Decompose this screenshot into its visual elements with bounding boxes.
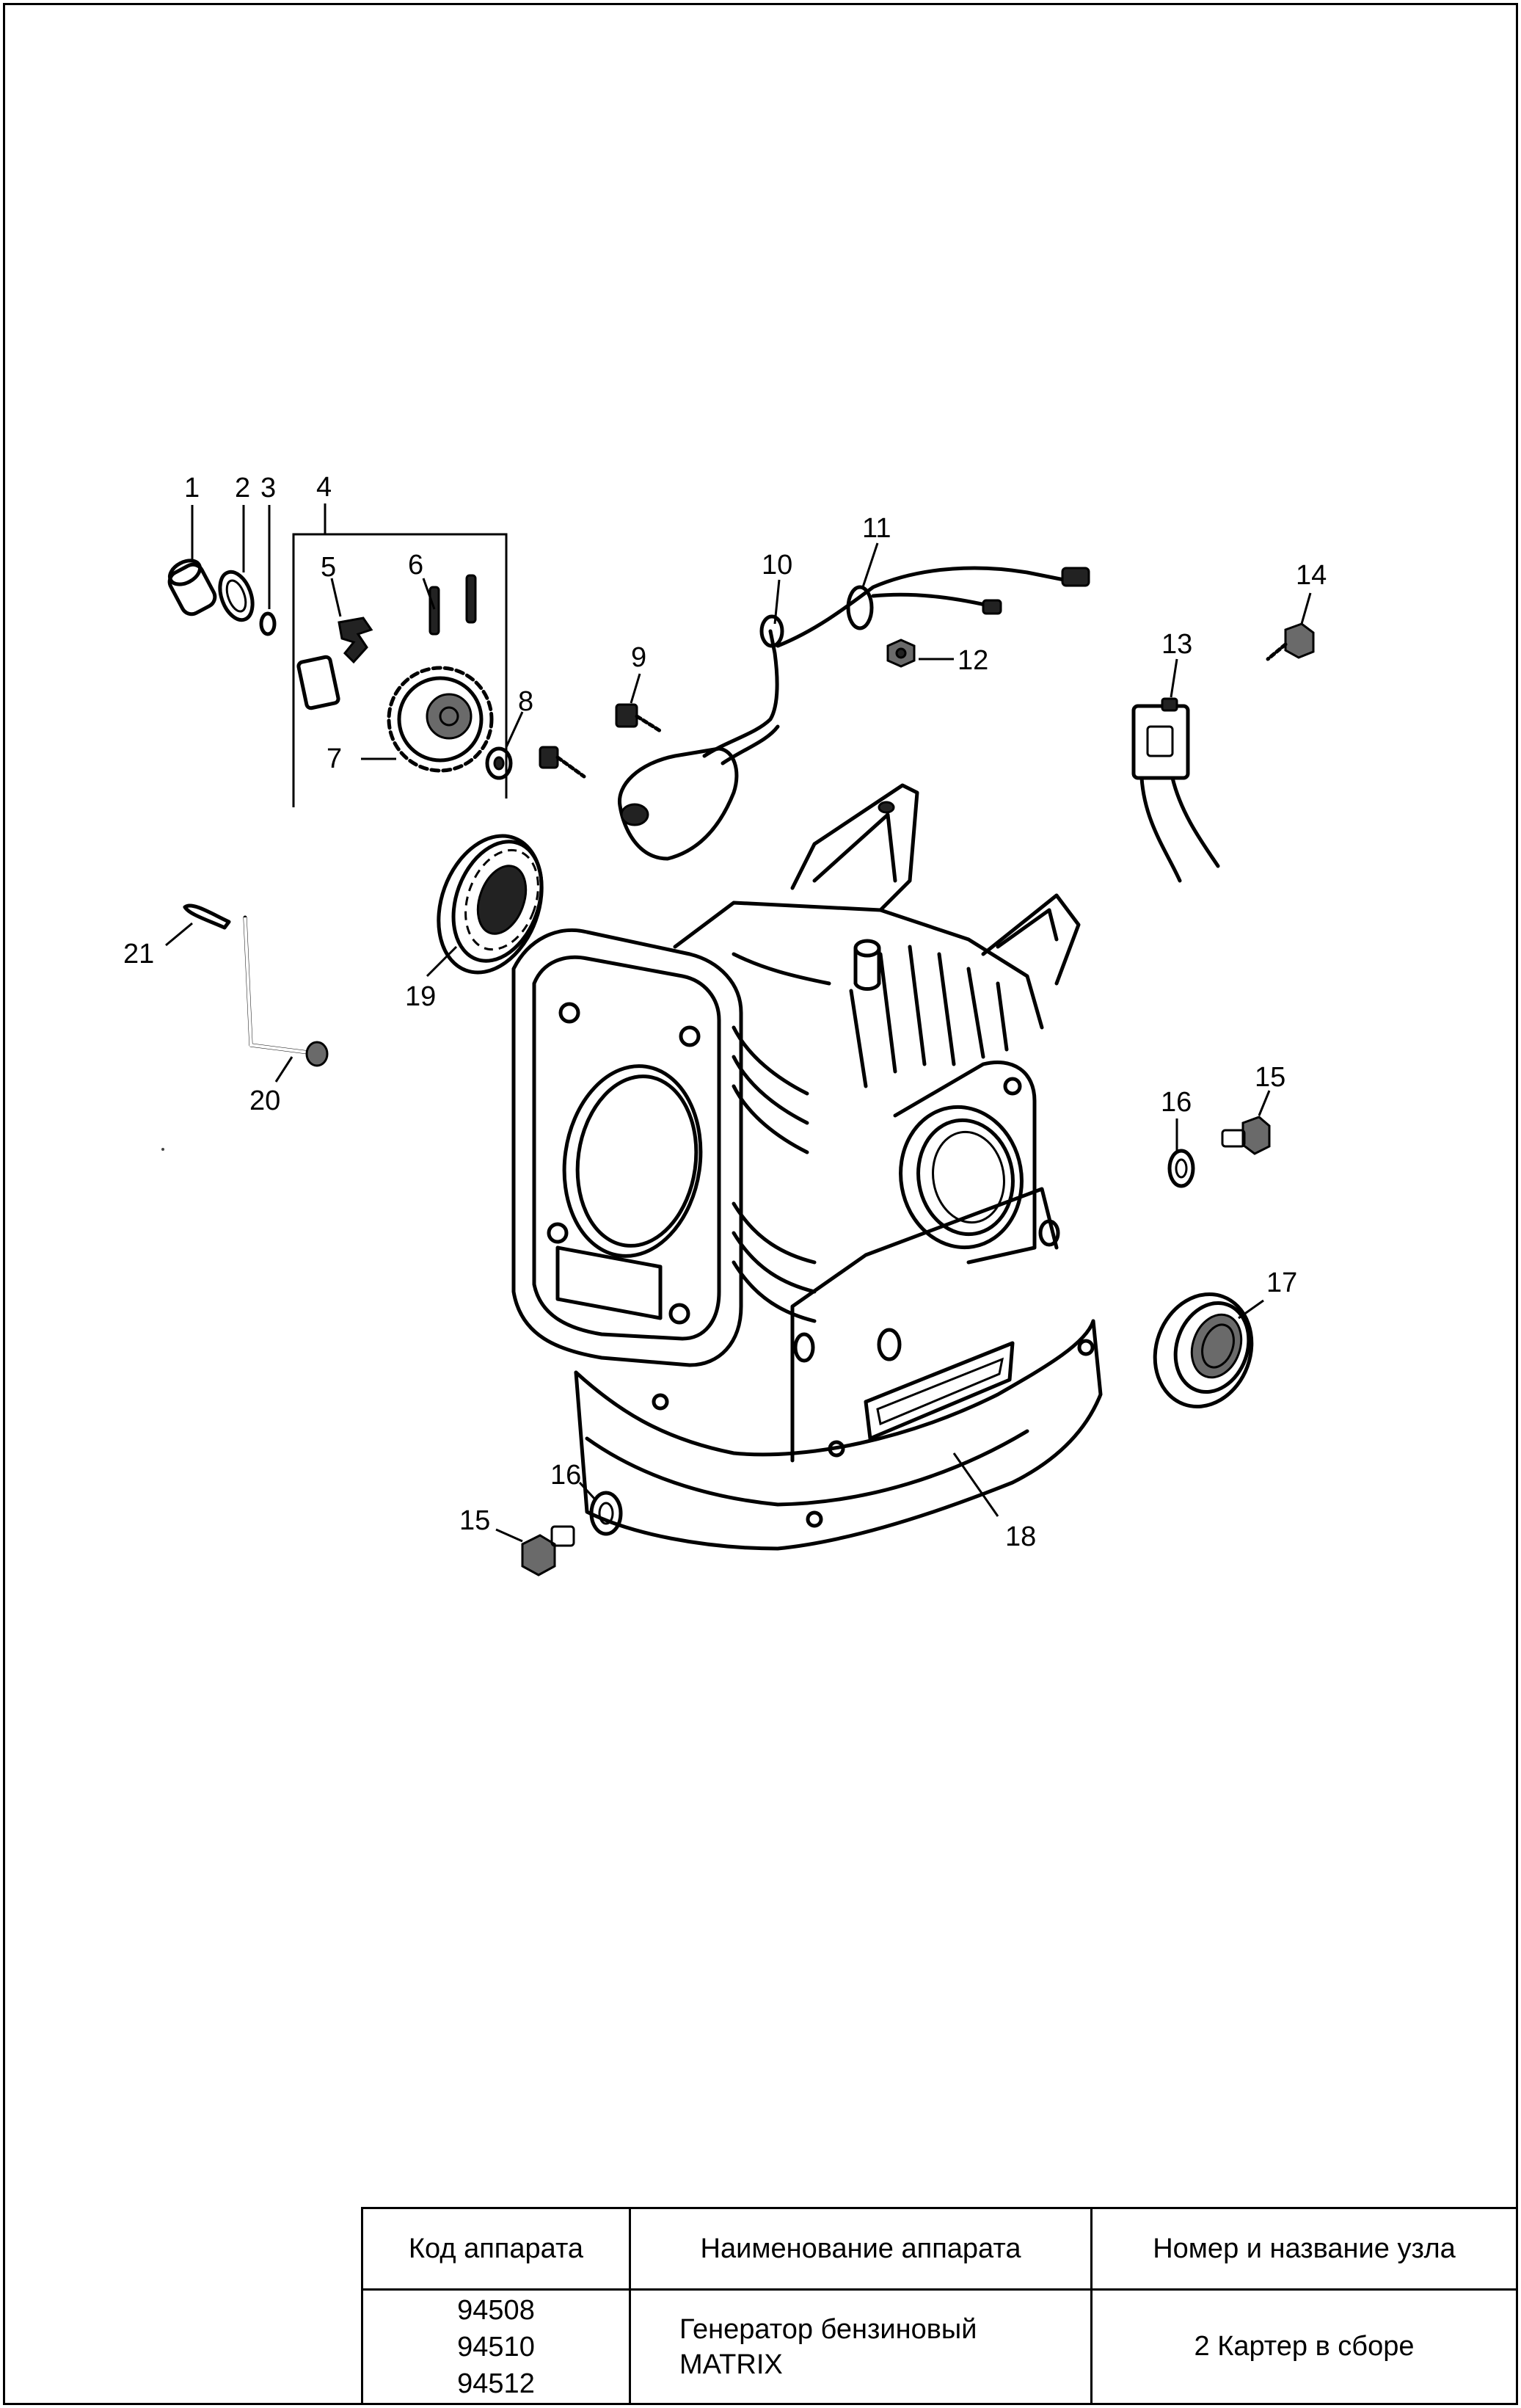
device-codes-cell: 94508 94510 94512 [361,2288,631,2405]
part-14-bolt [1266,592,1315,661]
page-frame [3,3,1518,2405]
header-assembly: Номер и название узла [1090,2207,1518,2291]
title-block: Код аппарата Наименование аппарата Номер… [361,2207,1518,2405]
part-16-washer-bottom [578,1481,623,1536]
small-bolt [539,746,586,779]
part-20-governor-shaft [243,915,329,1083]
callout-5: 5 [321,552,336,583]
part-3-ring [259,505,277,636]
callout-6: 6 [408,550,423,581]
part-13-ignition-module [1131,658,1220,883]
part-16-washer-right [1167,1118,1195,1188]
device-name-cell: Генератор бензиновый MATRIX [629,2288,1093,2405]
callout-21: 21 [123,939,154,970]
callout-11: 11 [862,513,891,544]
part-1-oil-plug [167,505,217,616]
callout-4: 4 [316,472,332,503]
device-code: 94508 [457,2294,535,2326]
device-code: 94510 [457,2331,535,2362]
header-device-name: Наименование аппарата [629,2207,1093,2291]
callout-2: 2 [235,473,250,503]
callout-1: 1 [184,473,200,503]
part-18-crankcase [511,783,1103,1551]
callout-16a: 16 [1161,1087,1192,1118]
part-11-wiring [776,542,1090,648]
device-name-line: Генератор бензиновый [679,2313,977,2345]
callout-10: 10 [762,550,792,581]
part-7-governor-gear [361,666,494,773]
callout-20: 20 [249,1085,280,1116]
part-12-nut [886,639,954,668]
part-10-oil-sensor [617,579,784,861]
device-code: 94512 [457,2368,535,2399]
callout-15b: 15 [459,1505,490,1536]
callout-17: 17 [1266,1267,1297,1298]
callout-15a: 15 [1255,1062,1285,1093]
callout-3: 3 [260,473,276,503]
part-17-oil-seal [1153,1292,1264,1408]
part-4-governor-assembly [292,503,508,807]
part-2-o-ring [218,505,255,622]
assembly-name: 2 Картер в сборе [1090,2288,1518,2405]
callout-8: 8 [518,686,533,717]
callout-18: 18 [1005,1521,1036,1552]
callout-7: 7 [327,743,342,774]
callout-9: 9 [631,642,646,673]
scan-speck [161,1148,164,1151]
part-9-bolt [615,673,663,733]
part-15-drain-bolt-right [1221,1090,1271,1155]
part-5-governor-holder [296,578,373,710]
callout-19: 19 [405,981,436,1012]
callout-12: 12 [958,645,988,676]
part-6-pins [422,574,477,636]
header-code: Код аппарата [361,2207,631,2291]
callout-16b: 16 [550,1460,581,1491]
part-15-drain-bolt-bottom [495,1525,575,1576]
part-19-bearing [426,834,544,978]
callout-14: 14 [1296,560,1327,591]
callout-13: 13 [1161,629,1192,660]
part-21-clip [165,903,231,947]
part-8-washer [485,711,524,780]
device-name-line: MATRIX [679,2349,783,2380]
